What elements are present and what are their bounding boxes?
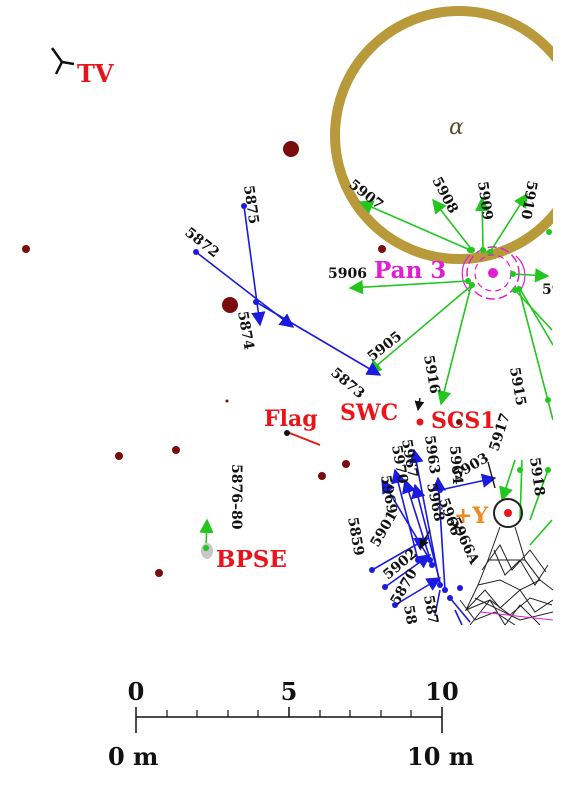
black-vectors <box>414 397 496 549</box>
bpse-marker-icon <box>201 543 213 559</box>
scale-bar: 0 5 10 0 m 10 m <box>108 677 474 771</box>
label-59-right: 59 <box>542 282 561 298</box>
label-5963: 5963 <box>421 434 442 475</box>
label-5964: 5964 <box>446 445 465 485</box>
flag-marker-icon <box>284 430 321 446</box>
rock <box>172 446 180 454</box>
label-5969: 5969 <box>377 474 400 515</box>
vector-right-3 <box>519 288 553 346</box>
label-5970: 5970 <box>388 444 411 485</box>
label-587: 587 <box>420 594 441 626</box>
vector-5909 <box>475 196 490 251</box>
rock <box>378 245 386 253</box>
vector-5906 <box>348 280 469 295</box>
vector-right-5 <box>529 519 553 546</box>
scs1-label: SCS1 <box>431 408 496 434</box>
flag-label: Flag <box>264 406 318 432</box>
green-vectors <box>199 192 553 549</box>
label-5859: 5859 <box>344 516 367 557</box>
vector-5907 <box>358 200 471 251</box>
vector-right-1 <box>512 268 550 283</box>
vector-5910 <box>489 192 528 253</box>
bpse-label: BPSE <box>216 546 287 573</box>
label-5901: 5901 <box>368 508 401 550</box>
blue-vectors <box>195 205 382 376</box>
rock <box>342 460 350 468</box>
pan3-label: Pan 3 <box>374 257 446 284</box>
label-5876-80: 5876–80 <box>228 464 244 530</box>
rock <box>155 569 163 577</box>
scale-tick-10: 10 <box>425 677 458 706</box>
blue-cluster-origins <box>369 487 463 608</box>
rover-mesh <box>459 498 553 625</box>
label-5908: 5908 <box>428 174 460 216</box>
vector-5917 <box>499 459 516 502</box>
alpha-ring <box>330 6 553 264</box>
scale-tick-5: 5 <box>281 677 298 706</box>
rock <box>318 472 326 480</box>
label-5967: 5967 <box>398 438 421 479</box>
rock <box>22 245 30 253</box>
label-5906: 5906 <box>328 266 367 282</box>
swc-label: SWC <box>340 400 398 426</box>
label-5874: 5874 <box>234 310 257 351</box>
rock <box>283 141 299 157</box>
label-5873: 5873 <box>327 365 367 402</box>
vector-right-4 <box>529 469 549 521</box>
blue-vector-origins <box>193 203 259 305</box>
label-5915: 5915 <box>506 366 529 407</box>
rock <box>456 419 462 425</box>
vector-5873 <box>255 301 382 376</box>
tv-label: TV <box>77 59 114 88</box>
vector-5875 <box>243 205 266 327</box>
rock <box>222 297 238 313</box>
rock-markers <box>22 141 462 577</box>
alpha-label: α <box>449 115 464 140</box>
rock <box>225 399 229 403</box>
label-5968: 5968 <box>423 482 447 523</box>
label-5918: 5918 <box>526 456 547 497</box>
swc-scs1-point <box>416 418 424 426</box>
scale-left-label: 0 m <box>108 742 158 771</box>
label-5910: 5910 <box>517 179 540 220</box>
label-58: 58 <box>400 604 419 626</box>
tv-marker-icon <box>50 47 75 75</box>
green-vector-origins <box>465 229 552 473</box>
label-5909: 5909 <box>474 180 495 221</box>
vector-5905 <box>366 284 473 374</box>
vector-5908 <box>432 198 473 251</box>
label-5875: 5875 <box>240 184 261 225</box>
plus-y-label: +Y <box>454 503 488 529</box>
scale-right-label: 10 m <box>407 742 474 771</box>
label-5916: 5916 <box>420 354 443 395</box>
vector-5916 <box>437 285 472 406</box>
scale-tick-0: 0 <box>128 677 145 706</box>
rock <box>115 452 123 460</box>
